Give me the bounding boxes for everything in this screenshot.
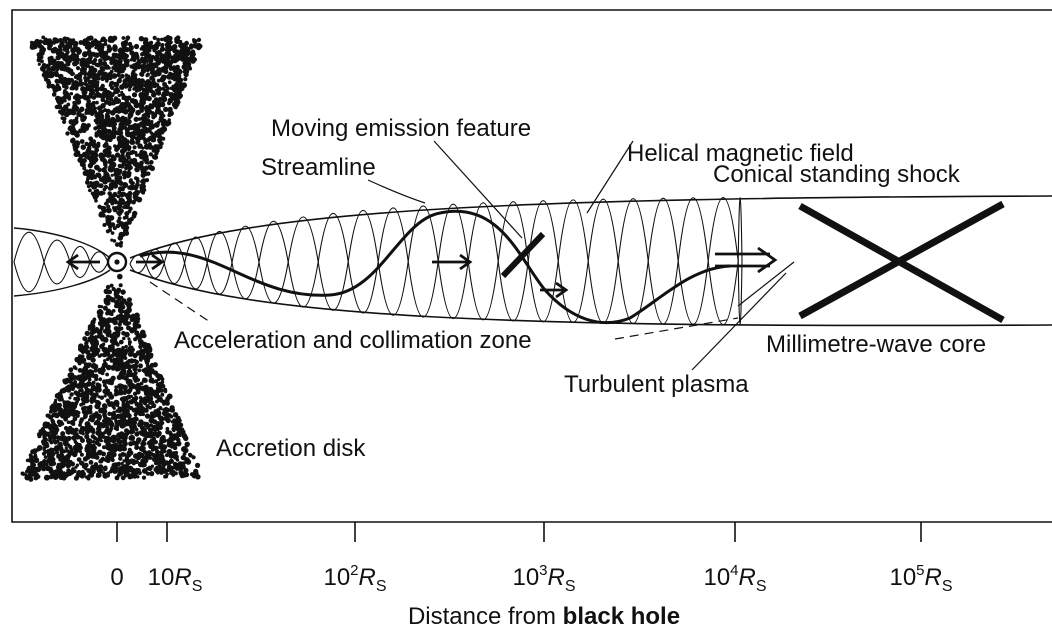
millimetre-wave-core-label: Millimetre-wave core [766, 331, 986, 358]
leader-lines [149, 140, 795, 371]
flow-arrows [65, 246, 778, 299]
right-arrow-inner [136, 253, 165, 271]
right-arrow-outer-head [757, 246, 778, 274]
turbulent-plasma-label: Turbulent plasma [564, 371, 749, 398]
black-hole-center [114, 259, 120, 265]
moving-emission-feature-label: Moving emission feature [271, 115, 531, 142]
acceleration-collimation-zone-label: Acceleration and collimation zone [174, 327, 532, 354]
streamline-arrow [540, 281, 569, 299]
left-arrow [65, 253, 100, 271]
axis-caption: Distance from black hole [408, 603, 680, 630]
moving-emission-feature-bar [500, 231, 546, 279]
tick-label-10-4: 104RS [703, 562, 766, 595]
right-arrow-mid [432, 253, 473, 271]
diagram-frame [11, 9, 1052, 523]
streamline-label: Streamline [261, 154, 376, 181]
conical-standing-shock-x [798, 200, 1005, 324]
tick-label-10-2: 102RS [323, 562, 386, 595]
streamline-curve [139, 209, 731, 325]
conical-standing-shock-label: Conical standing shock [713, 161, 961, 188]
tick-label-10-3: 103RS [512, 562, 575, 595]
counter-jet-helix [13, 231, 109, 293]
helical-magnetic-field-label: Helical magnetic field [627, 140, 854, 167]
tick-label-10: 10RS [148, 564, 203, 595]
accretion-disk-label: Accretion disk [216, 435, 366, 462]
tick-label-0: 0 [110, 564, 123, 591]
jet-outline [129, 195, 1052, 327]
counter-jet [13, 227, 111, 297]
accretion-disk-dots [20, 35, 203, 482]
axis-tick-marks [116, 522, 922, 542]
tick-label-10-5: 105RS [889, 562, 952, 595]
